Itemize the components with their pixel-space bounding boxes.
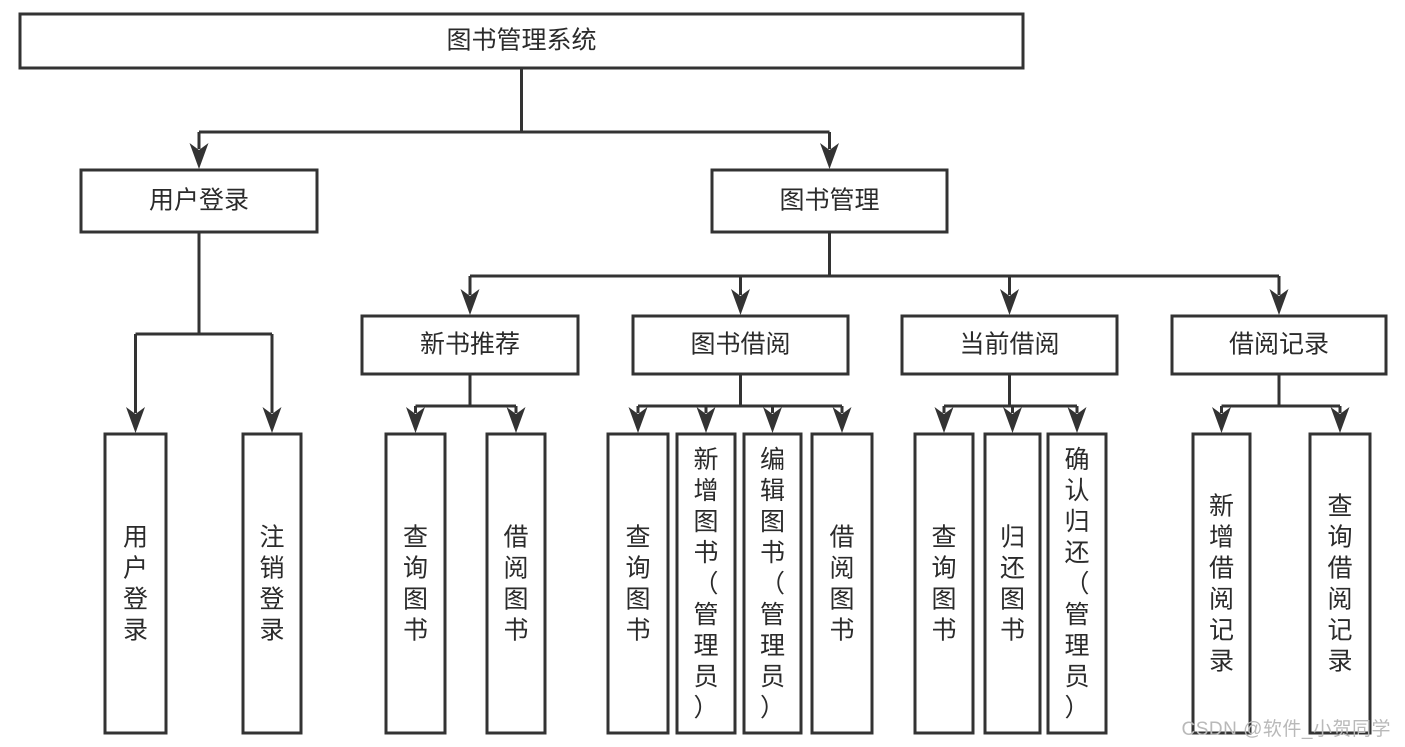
node-label: 用户登录 [123, 524, 148, 645]
node-leaf-b-add[interactable]: 新增图书（管理员） [675, 432, 737, 735]
node-box [810, 432, 874, 735]
node-box [360, 314, 580, 376]
node-label: 新书推荐 [420, 331, 520, 359]
node-l2-book[interactable]: 图书管理 [710, 168, 949, 234]
node-box [18, 12, 1025, 70]
node-root[interactable]: 图书管理系统 [18, 12, 1025, 70]
node-box [1308, 432, 1372, 735]
node-leaf-r-query[interactable]: 查询借阅记录 [1308, 432, 1372, 735]
node-label: 归还图书 [1000, 524, 1025, 645]
node-leaf-user-login[interactable]: 用户登录 [103, 432, 168, 735]
arrow-head-icon [934, 407, 954, 433]
node-box [710, 168, 949, 234]
node-l2-user[interactable]: 用户登录 [79, 168, 319, 234]
arrow-head-icon [506, 407, 526, 433]
connector-layer [126, 68, 1350, 433]
node-label: 当前借阅 [959, 331, 1059, 359]
node-leaf-r-add[interactable]: 新增借阅记录 [1191, 432, 1252, 735]
node-layer: 图书管理系统用户登录图书管理新书推荐图书借阅当前借阅借阅记录用户登录注销登录查询… [18, 12, 1388, 735]
node-leaf-c-confirm[interactable]: 确认归还（管理员） [1046, 432, 1108, 735]
node-l3-record[interactable]: 借阅记录 [1170, 314, 1388, 376]
node-box [485, 432, 547, 735]
node-label: 用户登录 [149, 187, 249, 215]
node-label: 查询图书 [403, 524, 428, 645]
node-box [1046, 432, 1108, 735]
node-l3-borrow[interactable]: 图书借阅 [631, 314, 850, 376]
arrow-head-icon [696, 407, 716, 433]
arrow-head-icon [763, 407, 782, 433]
node-box [1170, 314, 1388, 376]
node-l3-current[interactable]: 当前借阅 [900, 314, 1119, 376]
arrow-head-icon [628, 407, 648, 433]
node-label: 查询借阅记录 [1327, 493, 1352, 676]
node-label: 确认归还（管理员） [1064, 446, 1089, 722]
node-label: 图书管理系统 [446, 27, 596, 55]
arrow-head-icon [460, 289, 480, 315]
node-leaf-b-query[interactable]: 查询图书 [606, 432, 670, 735]
node-box [79, 168, 319, 234]
node-leaf-new-borrow[interactable]: 借阅图书 [485, 432, 547, 735]
arrow-head-icon [406, 407, 425, 433]
node-label: 注销登录 [259, 524, 284, 645]
arrow-head-icon [1269, 289, 1289, 315]
arrow-head-icon [1330, 407, 1350, 433]
node-leaf-b-borrow[interactable]: 借阅图书 [810, 432, 874, 735]
arrow-head-icon [262, 407, 282, 433]
arrow-head-icon [832, 407, 852, 433]
arrow-head-icon [189, 143, 209, 169]
node-box [384, 432, 447, 735]
arrow-head-icon [126, 407, 145, 433]
node-leaf-c-query[interactable]: 查询图书 [913, 432, 975, 735]
node-label: 借阅图书 [503, 524, 528, 645]
arrow-head-icon [1067, 407, 1087, 433]
node-box [913, 432, 975, 735]
node-label: 图书借阅 [690, 331, 790, 359]
node-box [1191, 432, 1252, 735]
node-box [900, 314, 1119, 376]
node-label: 新增借阅记录 [1209, 493, 1234, 676]
node-box [675, 432, 737, 735]
node-box [983, 432, 1042, 735]
node-leaf-c-return[interactable]: 归还图书 [983, 432, 1042, 735]
node-label: 借阅图书 [829, 524, 854, 645]
node-box [241, 432, 303, 735]
arrow-head-icon [1212, 407, 1231, 433]
node-label: 查询图书 [625, 524, 650, 645]
arrow-head-icon [1000, 289, 1019, 315]
arrow-head-icon [1003, 407, 1022, 433]
node-box [606, 432, 670, 735]
node-leaf-new-query[interactable]: 查询图书 [384, 432, 447, 735]
node-leaf-b-edit[interactable]: 编辑图书（管理员） [742, 432, 803, 735]
arrow-head-icon [820, 143, 839, 169]
node-label: 图书管理 [779, 187, 879, 215]
node-label: 编辑图书（管理员） [760, 446, 785, 722]
node-l3-new[interactable]: 新书推荐 [360, 314, 580, 376]
node-box [631, 314, 850, 376]
arrow-head-icon [731, 289, 750, 315]
node-label: 查询图书 [931, 524, 956, 645]
node-label: 借阅记录 [1229, 331, 1329, 359]
node-label: 新增图书（管理员） [693, 446, 718, 722]
node-box [742, 432, 803, 735]
node-box [103, 432, 168, 735]
node-leaf-user-logout[interactable]: 注销登录 [241, 432, 303, 735]
